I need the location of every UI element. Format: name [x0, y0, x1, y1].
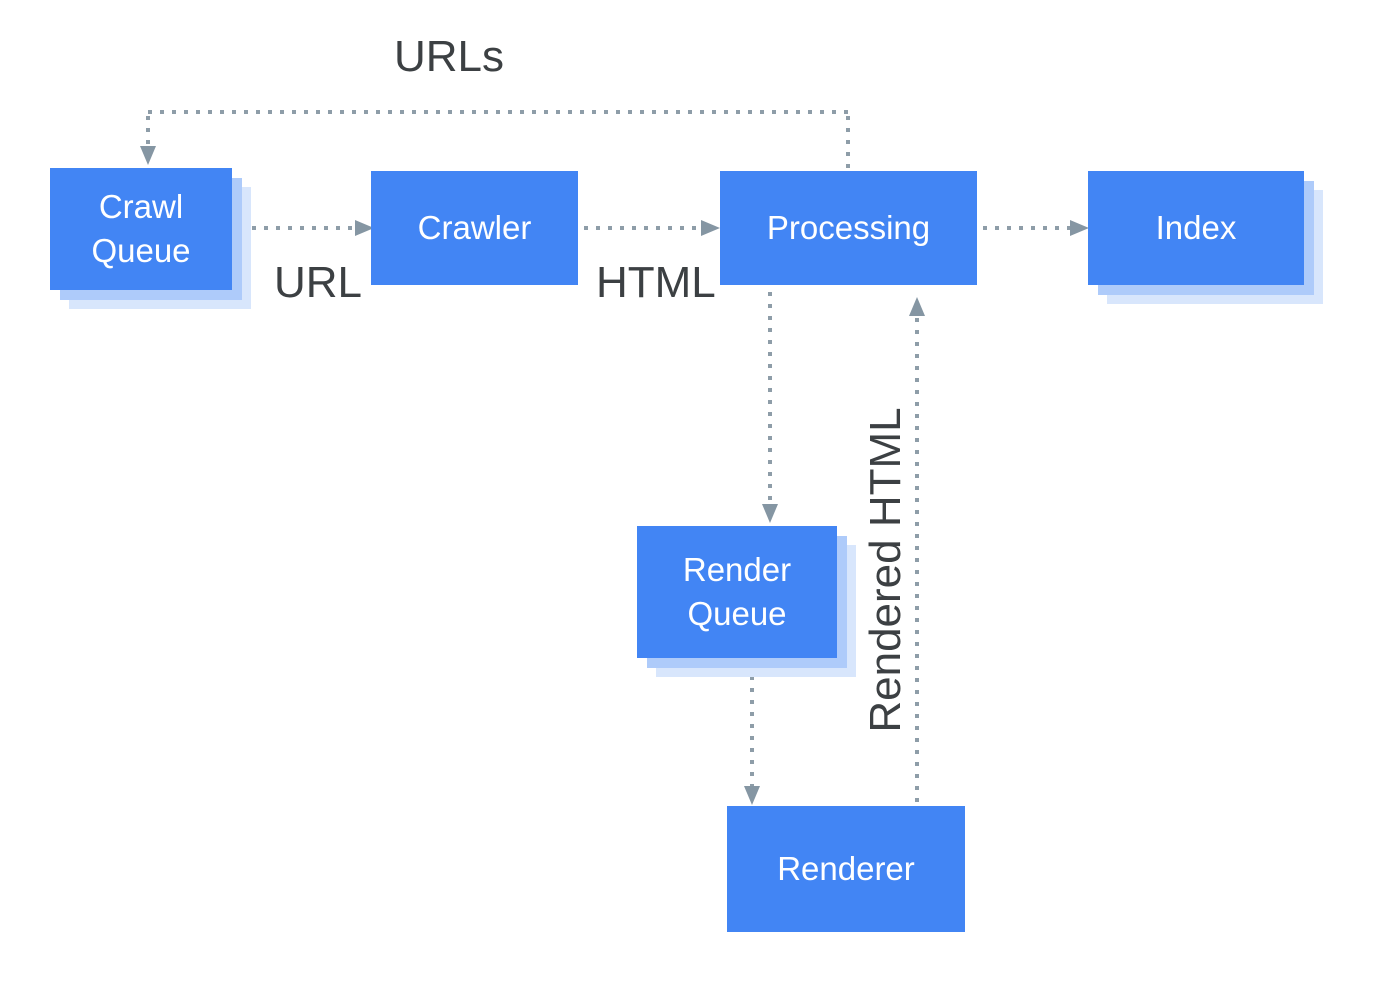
arrowhead-into-renderer [744, 786, 760, 805]
edge-label-urls: URLs [394, 32, 505, 81]
node-render-queue-label: Render Queue [682, 551, 792, 632]
arrowhead-into-render-queue [762, 504, 778, 523]
node-renderer: Renderer [727, 806, 965, 932]
node-crawl-queue: Crawl Queue [50, 168, 232, 290]
node-crawler: Crawler [371, 171, 578, 285]
arrowhead-into-crawl-queue [140, 146, 156, 165]
edge-renderer-to-processing-line [915, 318, 919, 806]
node-crawl-queue-label: Crawl Queue [91, 188, 191, 269]
arrowhead-into-processing [701, 220, 720, 236]
edge-processing-to-index-line [983, 226, 1070, 230]
edge-crawler-to-processing-line [584, 226, 701, 230]
edge-processing-to-crawl-queue-line-left [146, 116, 150, 146]
edge-label-url: URL [274, 258, 363, 307]
node-processing-label: Processing [766, 209, 931, 247]
arrowhead-into-index [1070, 220, 1089, 236]
edge-processing-to-crawl-queue-line-horizontal [148, 110, 850, 114]
node-render-queue: Render Queue [637, 526, 837, 658]
edge-label-rendered-html: Rendered HTML [861, 407, 910, 733]
node-processing: Processing [720, 171, 977, 285]
edge-label-html: HTML [596, 258, 716, 307]
edge-render-queue-to-renderer-line [750, 664, 754, 786]
arrowhead-into-crawler [355, 220, 374, 236]
edge-processing-to-render-queue-line [768, 292, 772, 504]
node-crawler-label: Crawler [417, 209, 532, 247]
edge-crawl-queue-to-crawler-line [252, 226, 355, 230]
edge-processing-to-crawl-queue-line-right [846, 116, 850, 171]
arrowhead-up-into-processing [909, 297, 925, 316]
node-renderer-label: Renderer [777, 850, 915, 888]
node-index-label: Index [1155, 209, 1237, 247]
node-index: Index [1088, 171, 1304, 285]
